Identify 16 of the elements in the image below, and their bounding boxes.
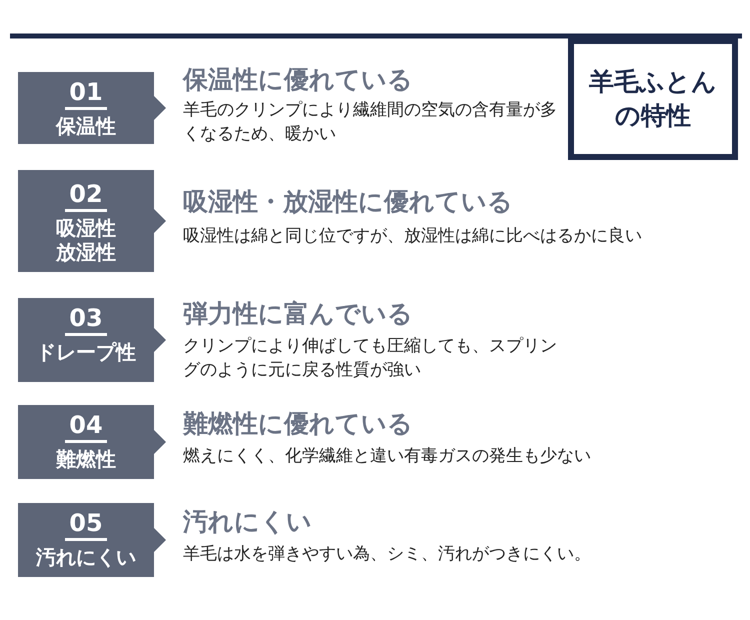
tab-label: 05 汚れにくい	[18, 503, 166, 577]
description: クリンプにより伸ばしても圧縮しても、スプリングのように元に戻る性質が強い	[183, 335, 558, 382]
tab-label: 02 吸湿性放湿性	[18, 170, 166, 272]
heading: 難燃性に優れている	[183, 408, 413, 440]
heading: 弾力性に富んでいる	[183, 298, 413, 330]
heading: 汚れにくい	[183, 506, 312, 538]
tab-label: 04 難燃性	[18, 405, 166, 479]
description: 燃えにくく、化学繊維と違い有毒ガスの発生も少ない	[183, 445, 592, 468]
tab-label: 03 ドレープ性	[18, 298, 166, 382]
description: 吸湿性は綿と同じ位ですが、放湿性は綿に比べはるかに良い	[183, 225, 643, 248]
tab-label: 01 保温性	[18, 72, 166, 144]
title-box: 羊毛ふとんの特性	[568, 38, 738, 160]
heading: 保温性に優れている	[183, 64, 413, 96]
heading: 吸湿性・放湿性に優れている	[183, 186, 513, 218]
description: 羊毛のクリンプにより繊維間の空気の含有量が多くなるため、暖かい	[183, 99, 558, 146]
description: 羊毛は水を弾きやすい為、シミ、汚れがつきにくい。	[183, 543, 592, 566]
